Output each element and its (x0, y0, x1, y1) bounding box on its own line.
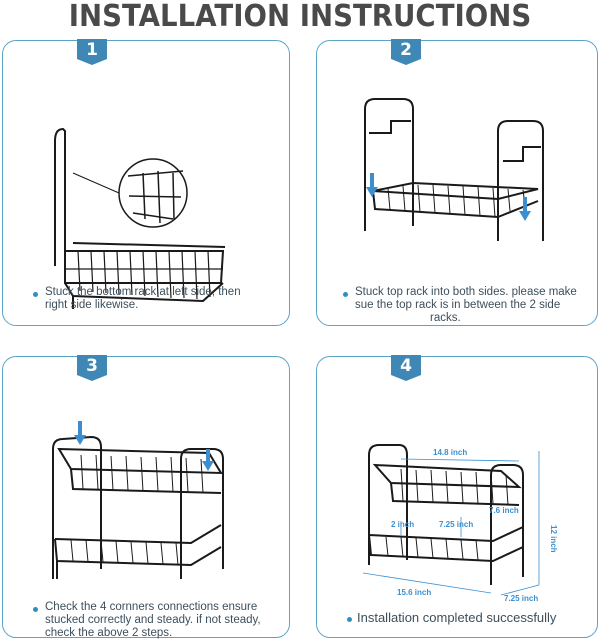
bullet (33, 607, 38, 612)
step-4-caption: Installation completed successfully (357, 610, 557, 625)
dim-small: 2 inch (391, 520, 414, 529)
bullet (347, 617, 352, 622)
step-2-illustration (364, 98, 544, 241)
page-title: INSTALLATION INSTRUCTIONS (68, 0, 532, 34)
step-1-caption: Stuck the bottom rack at left side, then… (45, 286, 241, 311)
step-card-1: 1 Stuck the bottom rack at left (2, 39, 290, 326)
dim-depth-top: 7.6 inch (489, 506, 519, 515)
step-card-4: 4 14.8 inch 7.6 inch (316, 355, 598, 638)
step-1-illustration (54, 127, 226, 309)
step-badge-2: 2 (391, 39, 421, 65)
dim-top-width: 14.8 inch (433, 448, 467, 457)
step-2-caption: Stuck top rack into both sides. please m… (355, 286, 577, 324)
dim-gap: 7.25 inch (439, 520, 473, 529)
step-badge-1: 1 (77, 39, 107, 65)
bullet (33, 292, 38, 297)
step-3-caption: Check the 4 cornners connections ensure … (45, 601, 261, 639)
step-4-illustration: 14.8 inch 7.6 inch 7.25 inch 2 inch 15.6… (362, 444, 558, 603)
step-badge-3: 3 (77, 355, 107, 381)
bullet (343, 292, 348, 297)
dim-height: 12 inch (549, 525, 558, 553)
step-badge-4: 4 (391, 355, 421, 381)
dim-depth-bottom: 7.25 inch (504, 594, 538, 603)
dim-bottom-width: 15.6 inch (397, 588, 431, 597)
step-3-illustration (52, 421, 224, 579)
step-card-2: 2 Stuck top rack into both sides. please… (316, 39, 598, 326)
step-card-3: 3 Check the 4 cornners connections ensur… (2, 355, 290, 639)
